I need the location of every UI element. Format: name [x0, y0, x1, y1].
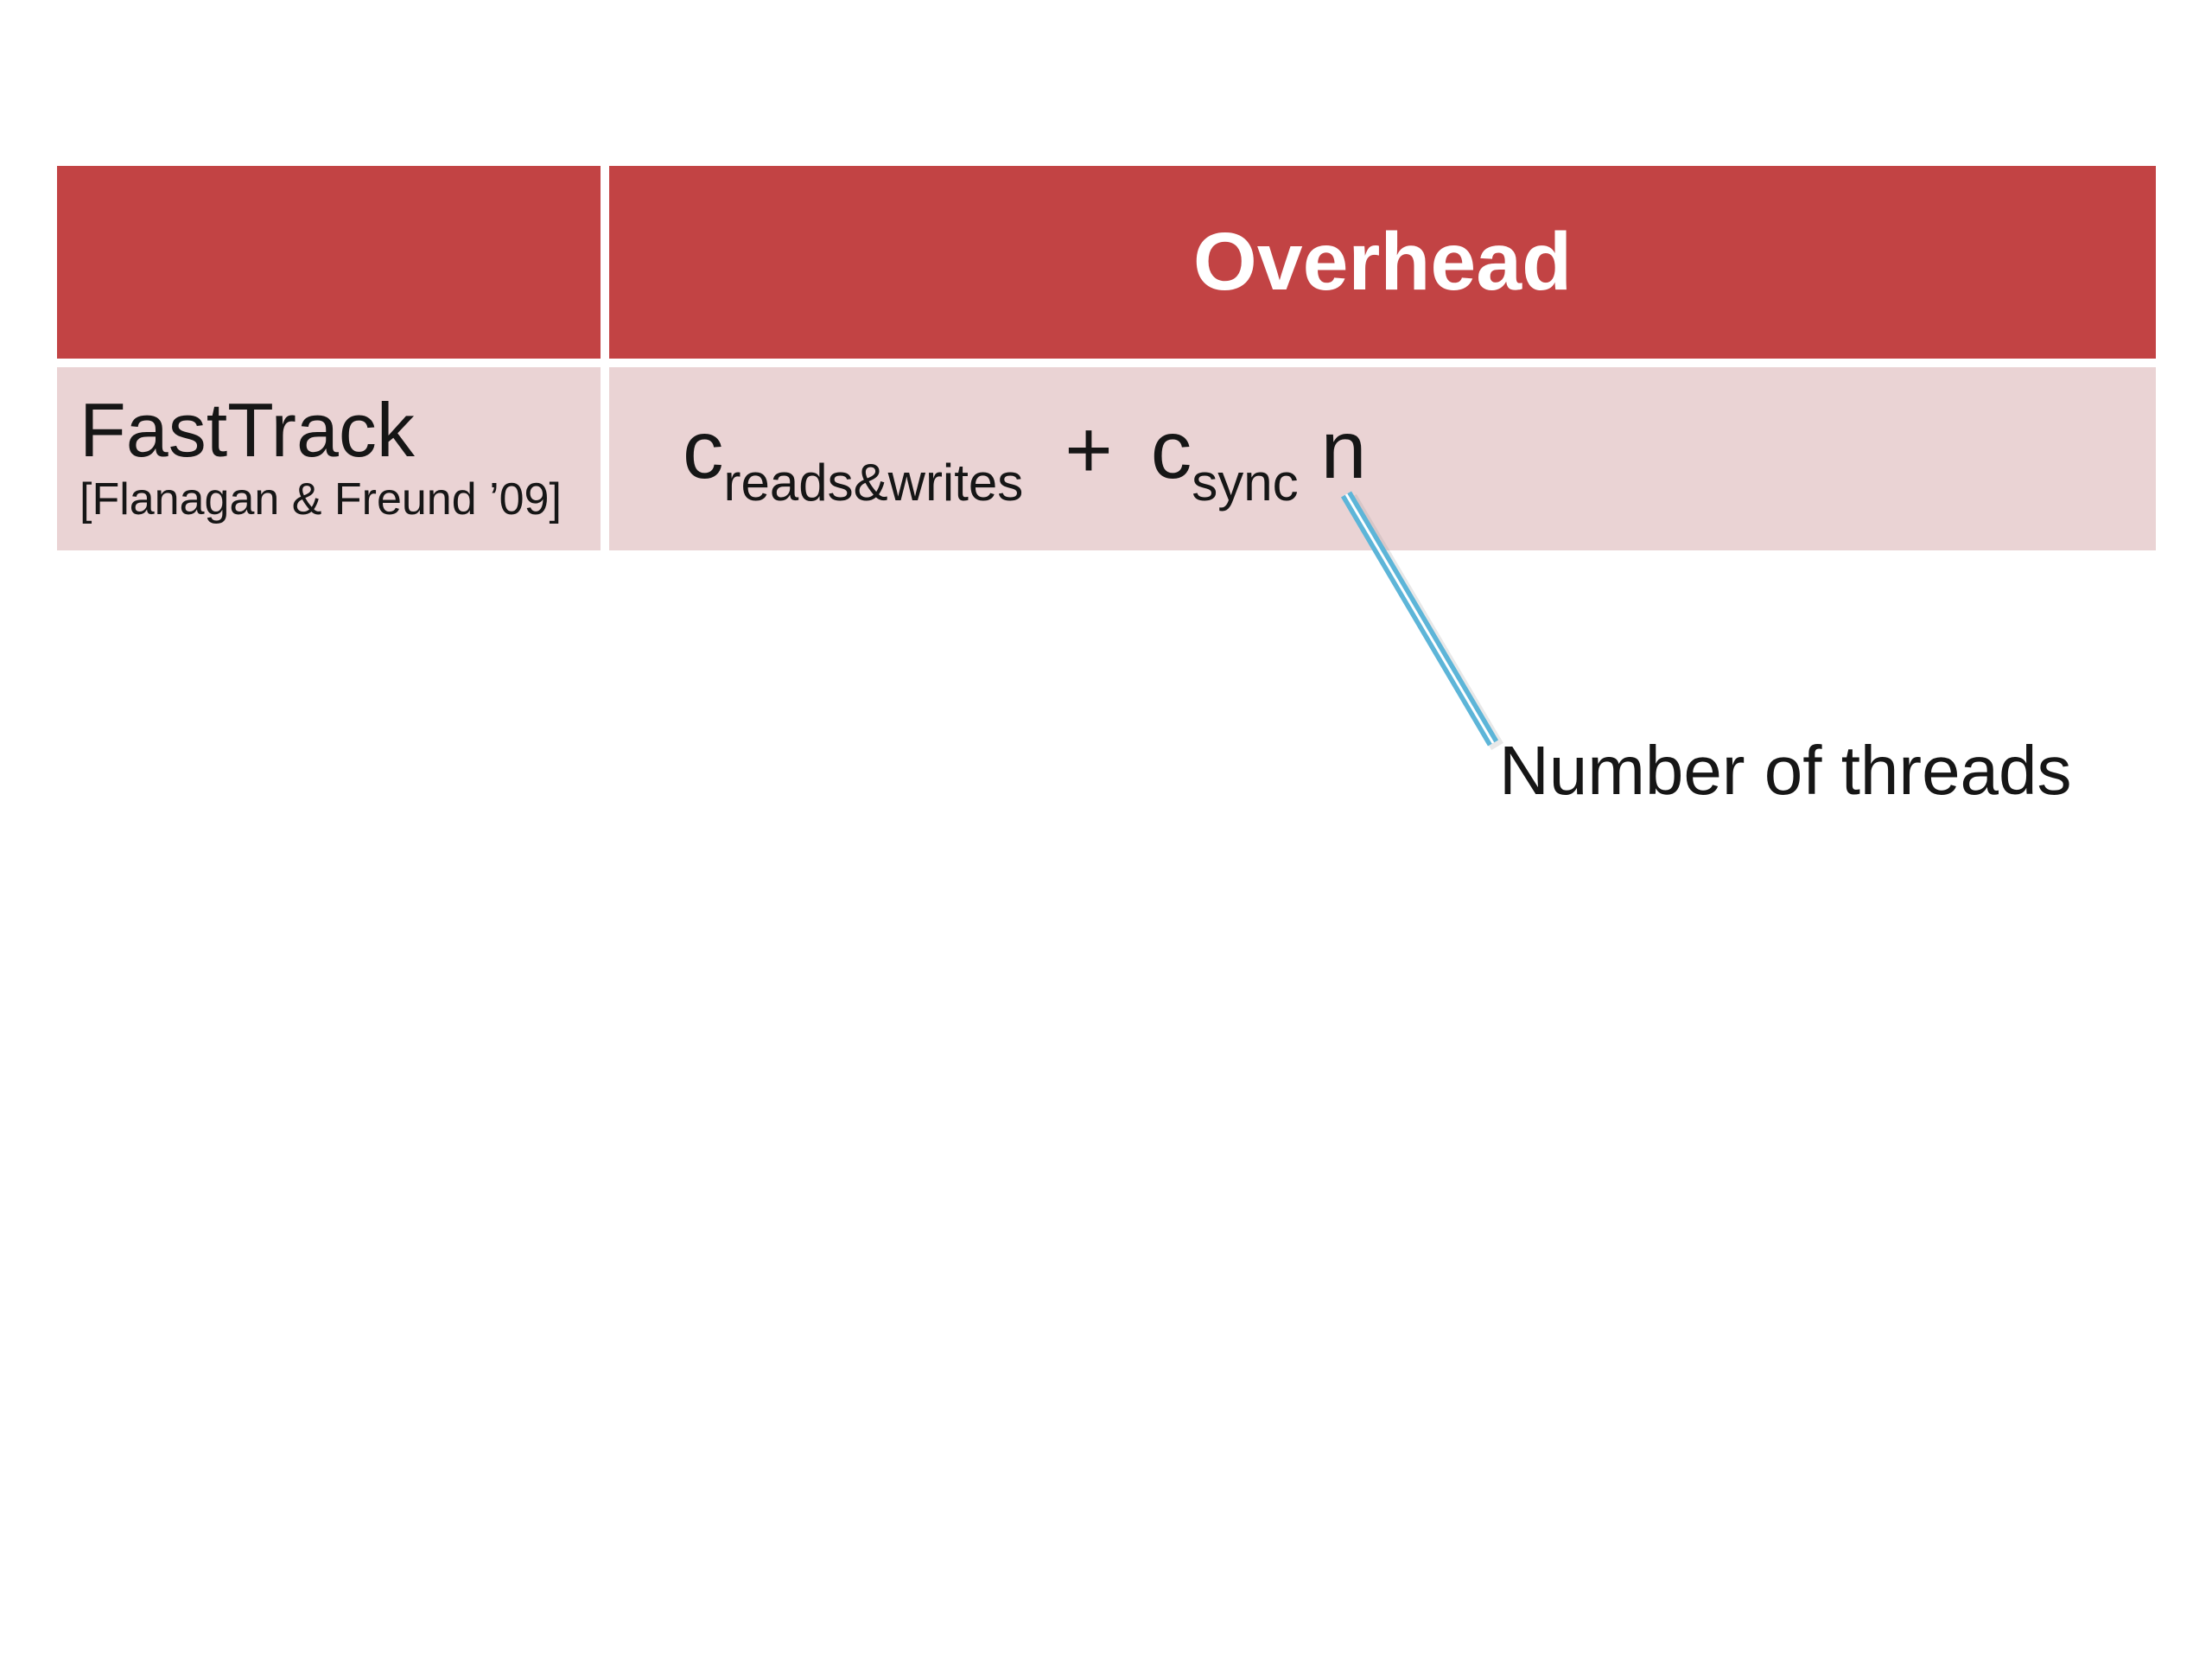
formula-plus-sign: +	[1065, 404, 1113, 496]
callout-label: Number of threads	[1499, 732, 2072, 809]
formula-c-sync: c	[1150, 404, 1192, 496]
formula-c-reads: c	[683, 404, 724, 496]
table-cell-tool: FastTrack [Flanagan & Freund ’09]	[57, 367, 601, 550]
formula-subscript-sync: sync	[1192, 453, 1299, 512]
table-header-empty-cell	[57, 166, 601, 359]
overhead-column-title: Overhead	[1192, 216, 1573, 308]
formula-subscript-reads-writes: reads&writes	[723, 453, 1024, 512]
tool-name: FastTrack	[79, 387, 415, 474]
tool-citation: [Flanagan & Freund ’09]	[79, 474, 562, 525]
table-header-overhead-cell: Overhead	[609, 166, 2156, 359]
formula-n-variable: n	[1320, 404, 1367, 496]
